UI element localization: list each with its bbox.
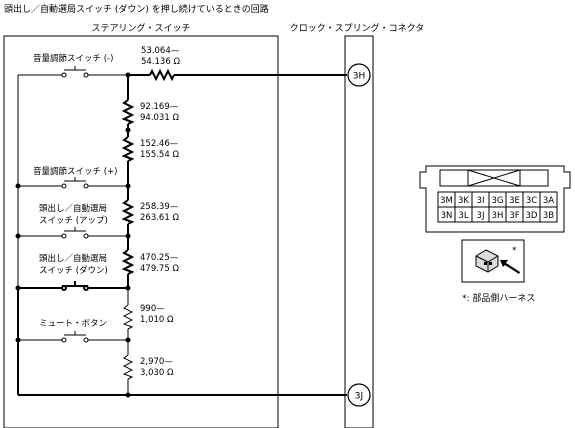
main-wires [17, 74, 347, 396]
harness-star: * [512, 246, 517, 256]
connector-pin-label: 3A [543, 196, 554, 206]
r5-value-b: 479.75 Ω [140, 264, 179, 274]
terminal-3j-label: 3J [355, 392, 363, 402]
resistor-r7 [122, 354, 134, 380]
connector-face [419, 165, 571, 233]
connector-pin-label: 3C [526, 196, 537, 206]
label-seek-up-line2: スイッチ (アップ) [39, 216, 108, 226]
label-seek-down-line2: スイッチ (ダウン) [39, 265, 108, 276]
resistor-r2 [121, 99, 135, 125]
connector-pin-label: 3N [441, 211, 453, 221]
resistor-r1 [149, 68, 175, 82]
label-mute: ミュート・ボタン [39, 319, 107, 329]
resistor-r4 [121, 199, 135, 225]
label-vol-up: 音量調節スイッチ (+) [33, 166, 117, 177]
connector-pin-label: 3E [509, 196, 520, 206]
r6-value-a: 990— [140, 304, 165, 314]
thin-wires [17, 74, 129, 395]
r3-value-a: 152.46— [140, 139, 179, 149]
resistor-r6 [122, 304, 134, 330]
resistor-r3 [121, 136, 135, 162]
connector-pin-label: 3F [509, 211, 519, 221]
junction-dots [15, 72, 131, 398]
clock-spring-connector-label: クロック・スプリング・コネクタ [290, 22, 424, 34]
terminal-3h: 3H [347, 63, 371, 87]
resistor-values: 53.064— 54.136 Ω 92.169— 94.031 Ω 152.46… [140, 46, 180, 378]
steering-switch-label: ステアリング・スイッチ [91, 22, 190, 34]
switch-seek-down-pressed [61, 281, 89, 291]
label-seek-up-line1: 頭出し／自動選局 [39, 203, 107, 214]
harness-plug-icon: * [461, 239, 525, 283]
terminal-3j: 3J [347, 383, 371, 407]
diagram-title: 頭出し／自動選局スイッチ (ダウン) を押し続けているときの回路 [4, 3, 269, 15]
steering-switch-box [3, 35, 279, 428]
r7-value-b: 3,030 Ω [140, 368, 174, 378]
r4-value-a: 258.39— [140, 202, 179, 212]
r7-value-a: 2,970— [140, 357, 173, 367]
r1-value-b: 54.136 Ω [141, 57, 180, 67]
switch-vol-up [61, 177, 89, 189]
r5-value-a: 470.25— [140, 253, 179, 263]
connector-pin-grid: 3M 3K 3I 3G 3E 3C 3A 3N 3L 3J 3H 3F 3D 3B [437, 191, 558, 223]
clock-spring-connector-box [344, 35, 374, 428]
resistor-r5 [121, 249, 135, 275]
switch-seek-up [61, 227, 89, 239]
connector-pin-label: 3I [477, 196, 485, 206]
connector-pin-label: 3D [526, 211, 538, 221]
connector-pin-label: 3J [477, 211, 485, 221]
connector-pin-label: 3H [492, 211, 504, 221]
terminal-3h-label: 3H [353, 72, 366, 82]
r4-value-b: 263.61 Ω [140, 213, 179, 223]
switch-mute [61, 331, 89, 343]
label-seek-down-line1: 頭出し／自動選局 [39, 253, 107, 264]
connector-pin-label: 3L [458, 211, 468, 221]
connector-pin-label: 3M [440, 196, 453, 206]
connector-pin-label: 3K [458, 196, 469, 206]
r2-value-b: 94.031 Ω [140, 113, 179, 123]
r3-value-b: 155.54 Ω [140, 150, 179, 160]
label-vol-down: 音量調節スイッチ (-) [33, 53, 113, 64]
r6-value-b: 1,010 Ω [140, 315, 174, 325]
harness-note: *: 部品側ハーネス [462, 292, 535, 304]
connector-pin-label: 3G [492, 196, 504, 206]
connector-pin-label: 3B [543, 211, 554, 221]
r2-value-a: 92.169— [140, 102, 179, 112]
switch-vol-down [61, 66, 89, 78]
r1-value-a: 53.064— [141, 46, 180, 56]
connector-pin-cell [539, 206, 558, 223]
